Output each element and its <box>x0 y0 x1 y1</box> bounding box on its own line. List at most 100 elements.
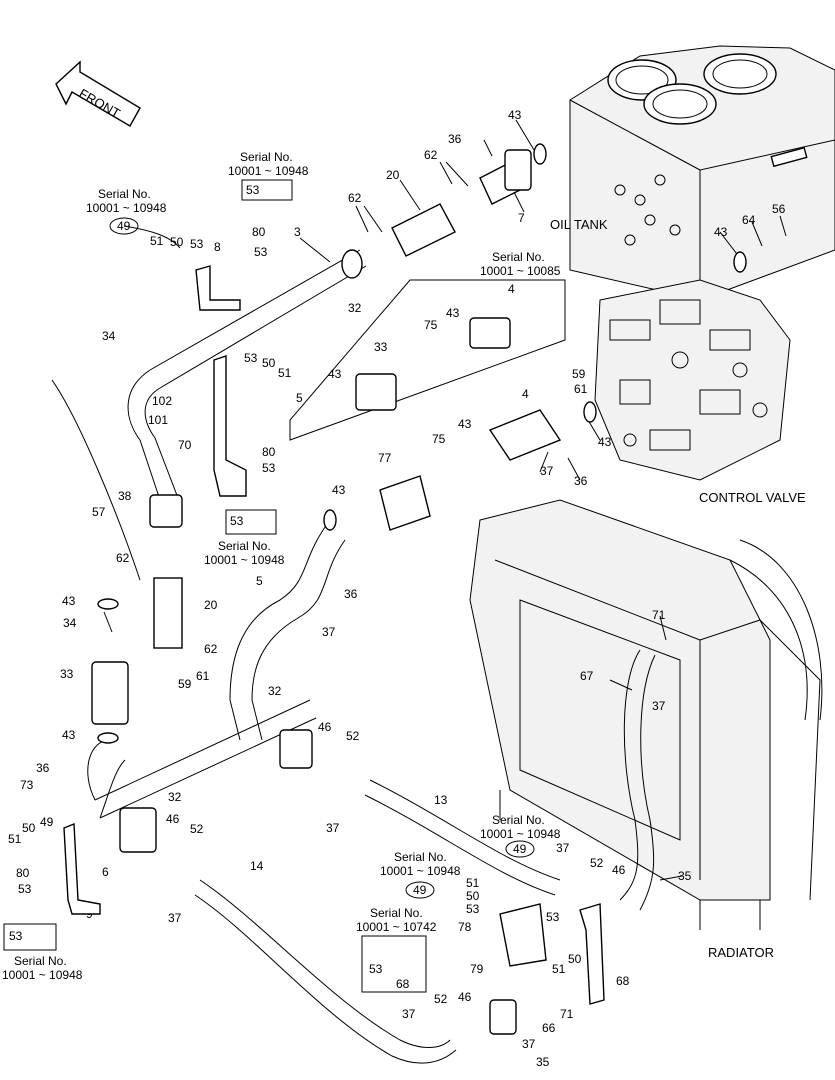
part-label: 37 <box>168 911 182 925</box>
part-label: 62 <box>116 551 130 565</box>
part-label: 49 <box>513 842 527 856</box>
part-label: 61 <box>574 382 588 396</box>
oil-tank: OIL TANK <box>550 45 835 301</box>
serial-range: 10001 ~ 10948 <box>228 164 309 178</box>
part-label: 36 <box>448 132 462 146</box>
part-label: 49 <box>413 883 427 897</box>
part-label: 61 <box>196 669 210 683</box>
part-label: 36 <box>574 474 588 488</box>
part-label: 53 <box>246 183 260 197</box>
control-valve-label: CONTROL VALVE <box>699 490 806 505</box>
part-label: 33 <box>60 667 74 681</box>
part-label: 38 <box>118 489 132 503</box>
part-label: 68 <box>396 977 410 991</box>
part-label: 53 <box>230 514 244 528</box>
part-label: 62 <box>348 191 362 205</box>
part-label: 50 <box>170 235 184 249</box>
serial-range: 10001 ~ 10948 <box>204 553 285 567</box>
part-label: 37 <box>556 841 570 855</box>
part-label: 36 <box>344 587 358 601</box>
part-label: 37 <box>540 464 554 478</box>
part-label: 53 <box>190 237 204 251</box>
part-label: 49 <box>40 815 54 829</box>
serial-range: 10001 ~ 10742 <box>356 920 437 934</box>
part-label: 59 <box>572 367 586 381</box>
part-label: 57 <box>92 505 106 519</box>
part-label: 35 <box>536 1055 550 1069</box>
part-label: 70 <box>178 438 192 452</box>
part-label: 14 <box>250 859 264 873</box>
part-label: 68 <box>616 974 630 988</box>
pipes <box>87 149 656 1064</box>
part-label: 50 <box>22 821 36 835</box>
part-label: 5 <box>256 574 263 588</box>
part-label: 43 <box>714 225 728 239</box>
serial-range: 10001 ~ 10085 <box>480 264 561 278</box>
part-label: 37 <box>522 1037 536 1051</box>
part-label: 8 <box>214 240 221 254</box>
serial-label: Serial No. <box>492 813 545 827</box>
leader-lines <box>51 119 787 881</box>
serial-notes: Serial No. 10001 ~ 10948 53 Serial No. 1… <box>2 150 561 993</box>
part-label: 53 <box>18 882 32 896</box>
serial-label: Serial No. <box>394 850 447 864</box>
part-label: 43 <box>458 417 472 431</box>
part-label: 5 <box>296 391 303 405</box>
part-label: 73 <box>20 778 34 792</box>
part-label: 53 <box>244 351 258 365</box>
part-label: 20 <box>204 598 218 612</box>
part-label: 50 <box>262 356 276 370</box>
part-label: 32 <box>348 301 362 315</box>
part-label: 46 <box>612 863 626 877</box>
part-label: 52 <box>346 729 360 743</box>
part-label: 77 <box>378 451 392 465</box>
part-label: 36 <box>36 761 50 775</box>
part-label: 37 <box>326 821 340 835</box>
part-label: 71 <box>652 608 666 622</box>
part-label: 43 <box>598 435 612 449</box>
part-label: 46 <box>318 720 332 734</box>
part-label: 51 <box>278 366 292 380</box>
serial-range: 10001 ~ 10948 <box>2 968 83 982</box>
part-label: 67 <box>580 669 594 683</box>
part-label: 46 <box>166 812 180 826</box>
part-label: 62 <box>204 642 218 656</box>
radiator: RADIATOR <box>469 499 823 960</box>
part-label: 43 <box>62 728 76 742</box>
hardware <box>63 143 747 1035</box>
part-label: 53 <box>546 910 560 924</box>
part-label: 79 <box>470 962 484 976</box>
part-label: 75 <box>424 318 438 332</box>
part-label: 52 <box>434 992 448 1006</box>
part-label: 101 <box>148 413 168 427</box>
part-label: 34 <box>102 329 116 343</box>
serial-range: 10001 ~ 10948 <box>480 827 561 841</box>
part-label: 53 <box>254 245 268 259</box>
oil-tank-label: OIL TANK <box>550 217 608 232</box>
part-label: 53 <box>369 962 383 976</box>
part-label: 4 <box>508 282 515 296</box>
part-label: 43 <box>332 483 346 497</box>
part-label: 37 <box>652 699 666 713</box>
part-label: 37 <box>322 625 336 639</box>
part-label: 35 <box>678 869 692 883</box>
part-label: 3 <box>294 225 301 239</box>
part-label: 7 <box>518 211 525 225</box>
part-label: 20 <box>386 168 400 182</box>
front-arrow: FRONT <box>55 60 141 127</box>
part-label: 49 <box>117 219 131 233</box>
part-label: 102 <box>152 394 172 408</box>
part-label: 53 <box>262 461 276 475</box>
part-label: 62 <box>424 148 438 162</box>
serial-label: Serial No. <box>218 539 271 553</box>
part-label: 33 <box>374 340 388 354</box>
part-label: 43 <box>62 594 76 608</box>
part-label: 4 <box>522 387 529 401</box>
part-label: 52 <box>590 856 604 870</box>
part-label: 53 <box>9 929 23 943</box>
part-label: 51 <box>466 876 480 890</box>
part-label: 32 <box>268 684 282 698</box>
part-label: 78 <box>458 920 472 934</box>
serial-range: 10001 ~ 10948 <box>380 864 461 878</box>
